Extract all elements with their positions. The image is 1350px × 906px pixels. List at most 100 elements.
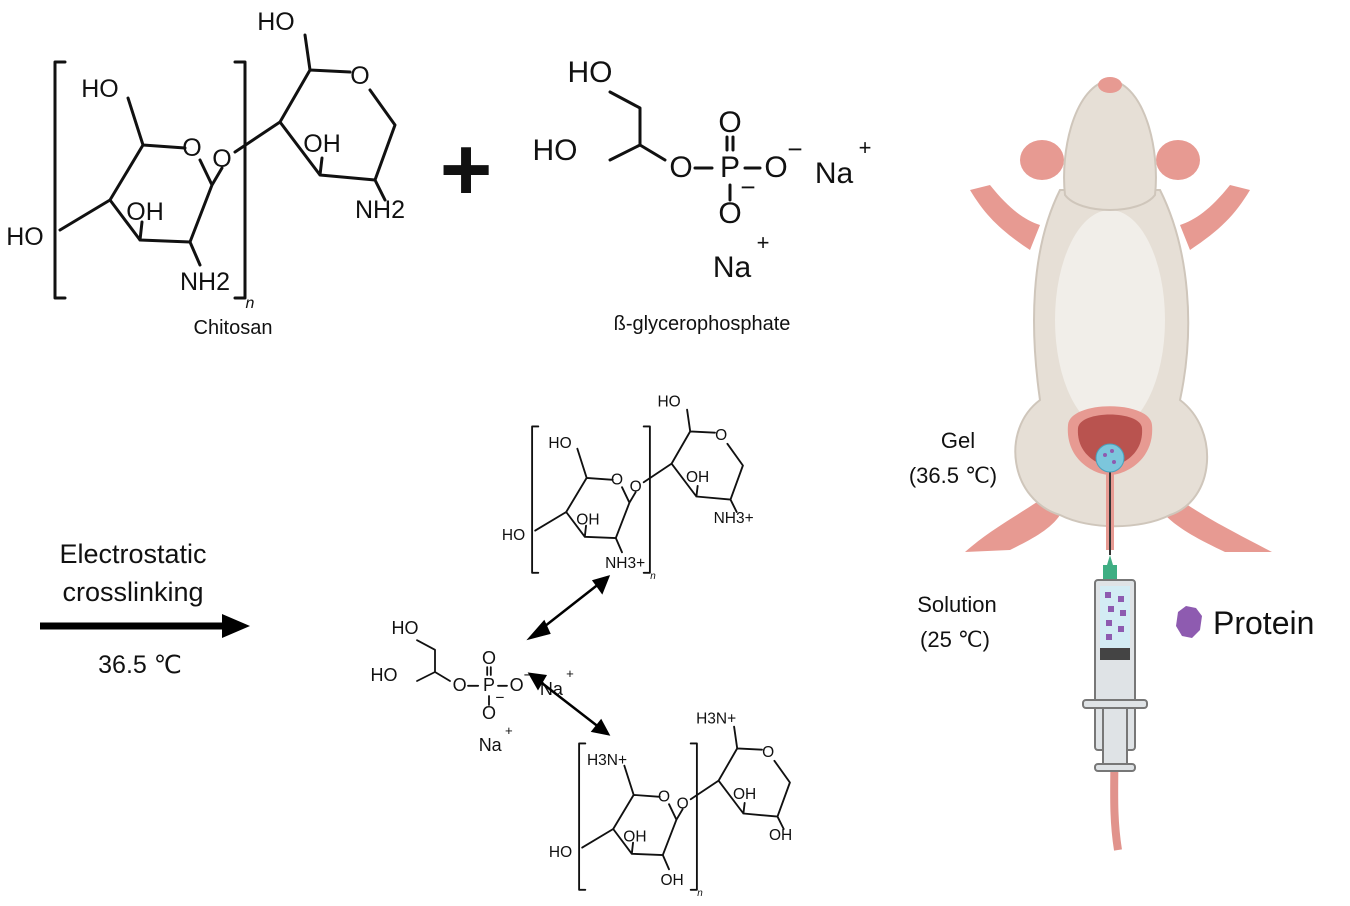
atom-label-ring-o-right: O (715, 427, 727, 444)
atom-label-o-bottom: O (718, 197, 741, 230)
atom-label-n: n (246, 295, 255, 312)
glycerophosphate-label: ß-glycerophosphate (614, 313, 791, 335)
atom-label-o-bottom: O (482, 703, 496, 723)
atom-label-ho-left: HO (6, 223, 44, 251)
bond-lines (58, 33, 397, 267)
reaction-temperature: 36.5 ℃ (98, 651, 182, 679)
atom-label-ho-top-right: HO (257, 8, 295, 36)
atom-label-minus2: − (495, 690, 504, 707)
mouse-right-paw (1180, 185, 1250, 250)
atom-label-oh-right: OH (733, 786, 756, 803)
atom-label-na2-charge: + (757, 230, 770, 255)
mouse-nose (1098, 77, 1122, 93)
protein-icon (1176, 606, 1202, 638)
atom-label-ho1: HO (392, 618, 419, 638)
atom-label-na2-charge: + (505, 723, 513, 738)
bond-lines (416, 639, 508, 706)
atom-label-na1: Na (540, 679, 564, 699)
atom-label-n: n (650, 571, 656, 582)
atom-label-p: P (483, 675, 495, 695)
mouse-left-foot (965, 500, 1060, 552)
atom-label-ho-top-right: HO (657, 394, 680, 411)
atom-label-na2: Na (713, 251, 752, 284)
atom-label-oh-left: OH (623, 828, 646, 845)
atom-label-na2: Na (479, 735, 503, 755)
atom-label-oh-right: OH (303, 130, 341, 158)
atom-label-o-top: O (482, 648, 496, 668)
syringe-solution (1100, 586, 1130, 648)
atom-label-o-right: O (510, 675, 524, 695)
repeat-brackets (53, 60, 247, 300)
syringe-plunger-tip (1100, 648, 1130, 660)
atom-label-minus1: − (787, 134, 802, 164)
atom-label-na1: Na (815, 157, 854, 190)
solution-temperature: (25 ℃) (920, 627, 990, 652)
bond-lines (534, 408, 744, 554)
bond-lines (608, 90, 762, 202)
reaction-label-line2: crosslinking (62, 577, 203, 607)
atom-label-ring-o-right: O (350, 62, 369, 90)
atom-label-p: P (720, 151, 740, 184)
gel-label: Gel (941, 428, 975, 453)
atom-label-minus2: − (740, 172, 755, 202)
bond-lines (581, 725, 791, 871)
atom-label-o-right: O (764, 151, 787, 184)
chitosan-label: Chitosan (194, 317, 273, 339)
solution-label: Solution (917, 592, 997, 617)
mouse-illustration (965, 77, 1272, 851)
atom-label-nh2-right: NH2 (355, 196, 405, 224)
mouse-left-paw (970, 185, 1040, 250)
atom-label-oh-left: OH (126, 198, 164, 226)
atom-label-oh-right: OH (686, 469, 709, 486)
mouse-belly (1055, 210, 1165, 430)
atom-label-ho-top-left: HO (81, 75, 119, 103)
reaction-arrow (40, 614, 250, 638)
mouse-left-ear (1020, 140, 1064, 180)
atom-label-ring-o-left: O (611, 472, 623, 489)
atom-label-minus1: − (523, 667, 532, 684)
atom-label-ho-left: HO (502, 527, 525, 544)
atom-label-o-ester: O (453, 675, 467, 695)
syringe-plunger (1102, 707, 1128, 769)
atom-label-ho-top-left: HO (548, 435, 571, 452)
mouse-right-ear (1156, 140, 1200, 180)
gel-temperature: (36.5 ℃) (909, 463, 997, 488)
atom-label-na1-charge: + (859, 135, 872, 160)
atom-label-ho-top-right: H3N+ (696, 711, 736, 728)
repeat-brackets (578, 742, 698, 891)
atom-label-na1-charge: + (566, 666, 574, 681)
mouse-right-foot (1165, 500, 1272, 552)
atom-label-o-top: O (718, 106, 741, 139)
atom-label-oh-left: OH (576, 511, 599, 528)
atom-label-nh2-left: NH3+ (605, 555, 645, 572)
atom-label-ring-o-left: O (658, 789, 670, 806)
plus-sign: + (440, 120, 493, 220)
ionic-interaction-arrows (526, 575, 611, 736)
atom-label-nh2-left: OH (660, 872, 683, 889)
repeat-brackets (531, 425, 651, 574)
bladder (1077, 414, 1143, 466)
mouse-head (1063, 78, 1157, 211)
atom-label-nh2-right: NH3+ (714, 510, 754, 527)
atom-label-ho2: HO (533, 134, 578, 167)
atom-label-link-o: O (212, 145, 231, 173)
atom-label-n: n (697, 888, 703, 899)
syringe-flange (1082, 699, 1148, 709)
atom-label-link-o: O (677, 796, 689, 813)
protein-label: Protein (1213, 605, 1314, 641)
gel-depot (1095, 443, 1125, 473)
atom-label-ring-o-left: O (182, 134, 201, 162)
atom-label-ho-left: HO (549, 844, 572, 861)
reaction-label-line1: Electrostatic (59, 539, 206, 569)
atom-label-link-o: O (630, 479, 642, 496)
atom-label-ho1: HO (568, 56, 613, 89)
atom-label-nh2-left: NH2 (180, 268, 230, 296)
atom-label-o-ester: O (669, 151, 692, 184)
